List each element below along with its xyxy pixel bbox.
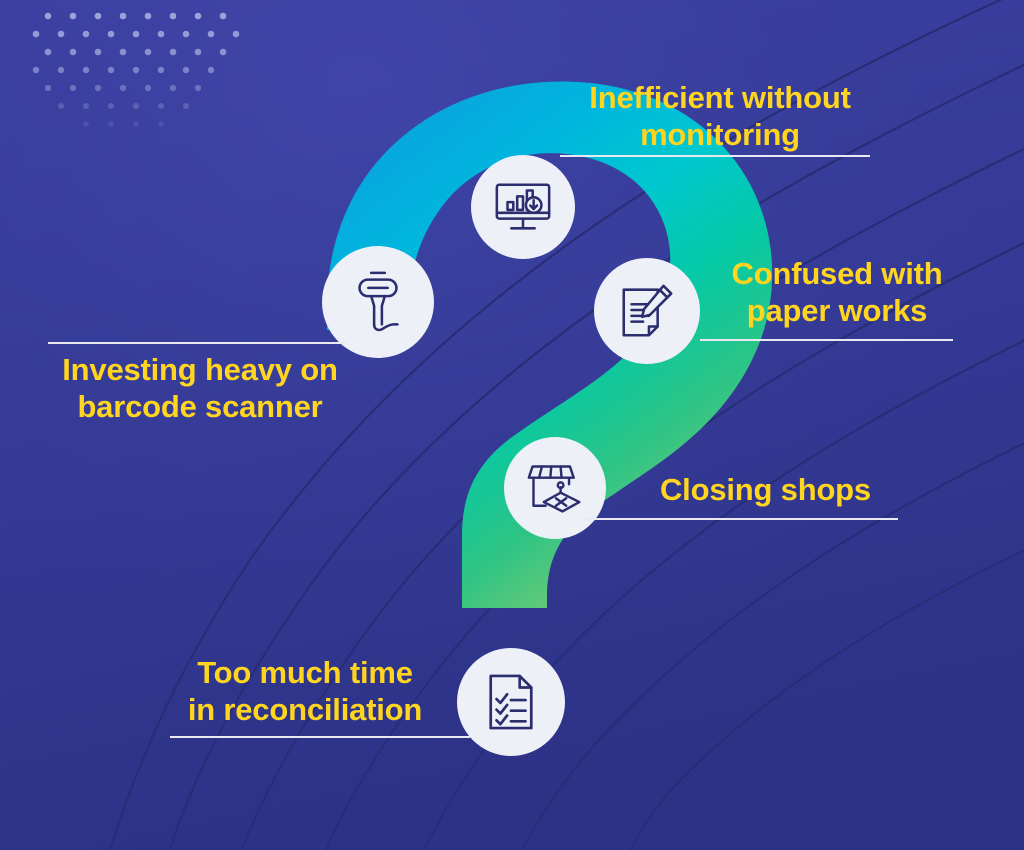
- checklist-document-icon: [489, 674, 533, 730]
- label-too-much-time-reconciliation: Too much time in reconciliation: [187, 655, 423, 727]
- label-inefficient-monitoring: Inefficient without monitoring: [589, 80, 851, 152]
- rule-closing-shops: [585, 518, 898, 520]
- shop-closed-icon: [527, 465, 581, 513]
- document-pencil-icon: [622, 284, 673, 337]
- icon-monitor-chart-download[interactable]: [471, 155, 575, 259]
- icon-document-pencil[interactable]: [594, 258, 700, 364]
- icon-shop-closed[interactable]: [504, 437, 606, 539]
- label-closing-shops: Closing shops: [660, 472, 871, 507]
- icon-checklist-document[interactable]: [457, 648, 565, 756]
- icon-barcode-scanner[interactable]: [322, 246, 434, 358]
- label-confused-paper-works: Confused with paper works: [731, 256, 943, 328]
- rule-inefficient-monitoring: [560, 155, 870, 157]
- question-mark-path: [326, 81, 773, 609]
- monitor-chart-download-icon: [495, 183, 551, 230]
- dot-grid: [32, 12, 240, 127]
- rule-too-much-time-reconciliation: [170, 736, 470, 738]
- barcode-scanner-icon: [358, 271, 399, 332]
- rule-confused-paper-works: [700, 339, 953, 341]
- rule-investing-barcode-scanner: [48, 342, 346, 344]
- label-investing-barcode-scanner: Investing heavy on barcode scanner: [62, 352, 338, 424]
